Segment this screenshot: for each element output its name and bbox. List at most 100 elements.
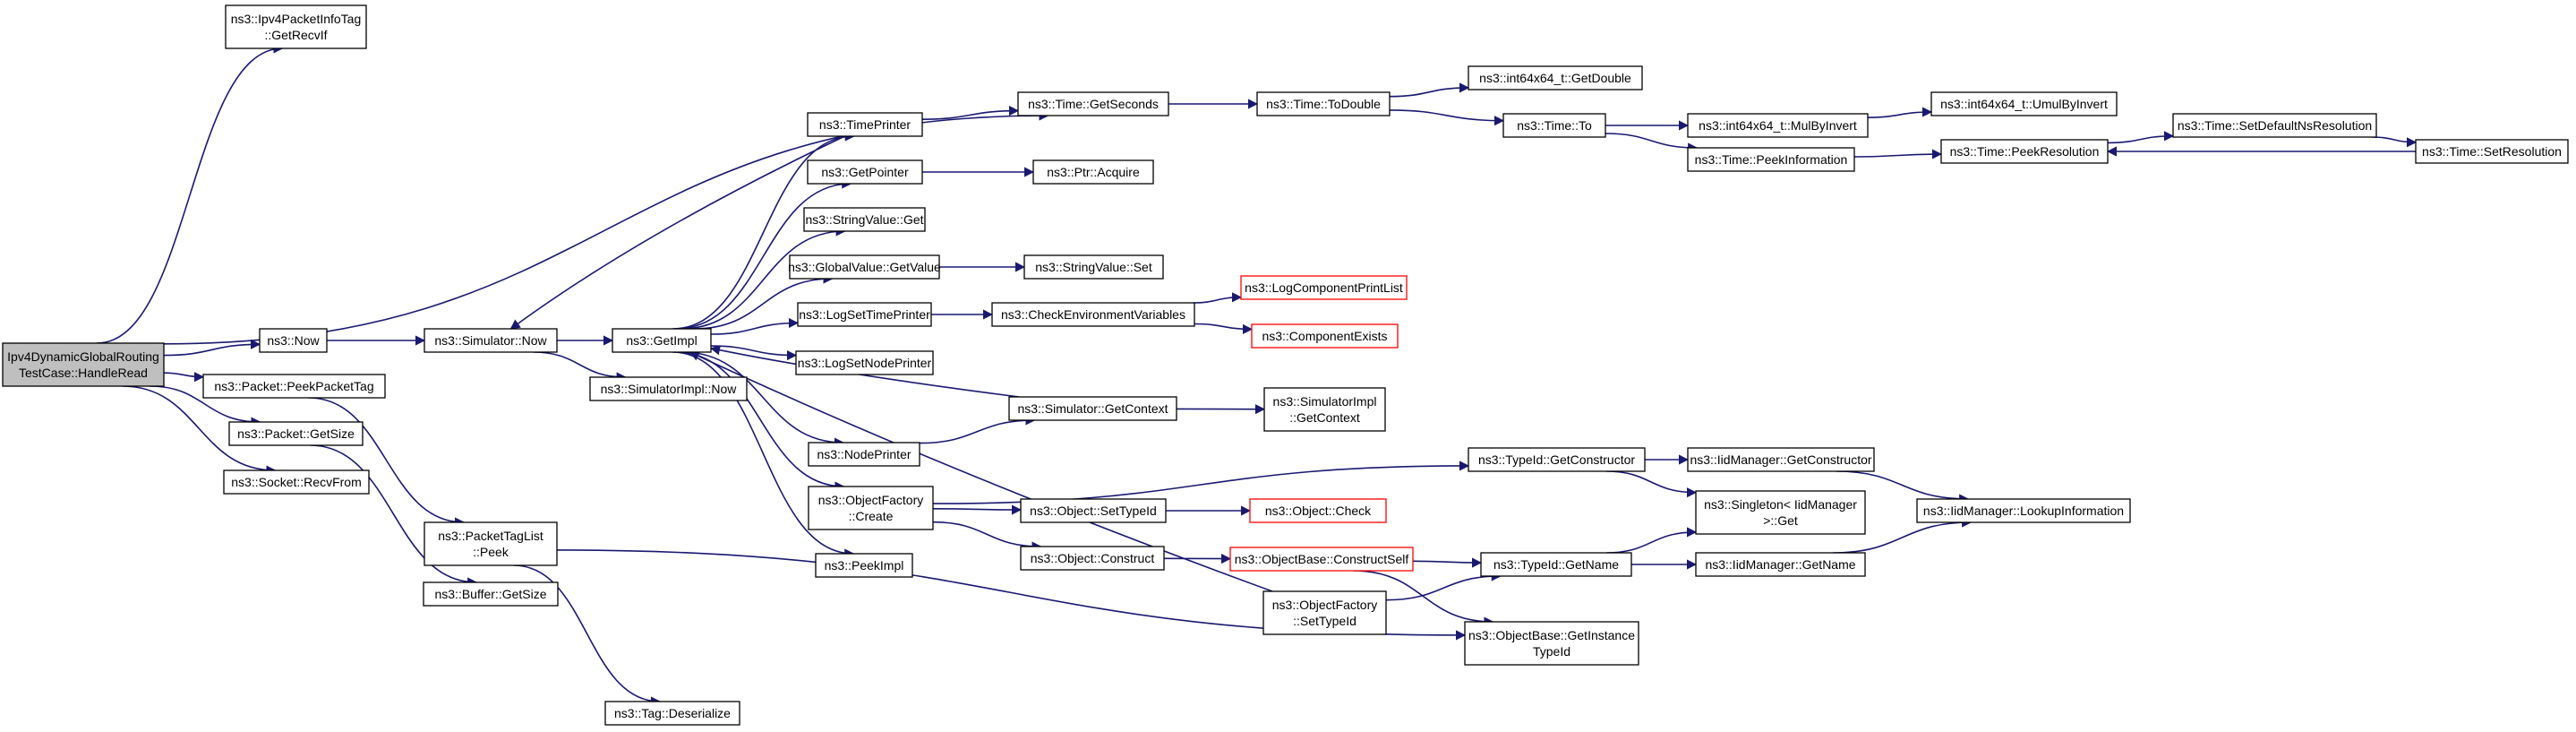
node-lookupinfo[interactable]: ns3::IidManager::LookupInformation xyxy=(1916,498,2131,523)
node-now[interactable]: ns3::Now xyxy=(259,328,328,353)
node-label: ns3::IidManager::GetName xyxy=(1705,557,1855,572)
node-objconstruct[interactable]: ns3::Object::Construct xyxy=(1020,546,1165,571)
node-box xyxy=(202,374,386,399)
edge-iidgetname-to-lookupinfo xyxy=(1833,517,1973,554)
edge-nodeprinter-to-simgetcontext xyxy=(919,415,1036,444)
node-getdouble[interactable]: ns3::int64x64_t::GetDouble xyxy=(1468,65,1643,90)
node-constructself[interactable]: ns3::ObjectBase::ConstructSelf xyxy=(1229,547,1414,572)
node-ptracquire[interactable]: ns3::Ptr::Acquire xyxy=(1032,159,1154,185)
edge-objfactcreate-to-objconstruct xyxy=(932,521,1042,552)
node-timeto[interactable]: ns3::Time::To xyxy=(1502,113,1606,138)
node-box xyxy=(797,302,932,327)
node-setresolution[interactable]: ns3::Time::SetResolution xyxy=(2415,139,2569,164)
node-singletonget[interactable]: ns3::Singleton< IidManager >::Get xyxy=(1695,490,1866,535)
edge-constructself-to-getinstancetypeid xyxy=(1353,570,1494,627)
edge-root-to-recvfrom xyxy=(122,385,277,476)
node-peekinfo[interactable]: ns3::Time::PeekInformation xyxy=(1687,147,1855,172)
node-box xyxy=(808,442,920,467)
node-box xyxy=(807,112,923,137)
node-box xyxy=(795,350,934,375)
node-box xyxy=(1687,113,1869,138)
node-timeprinter[interactable]: ns3::TimePrinter xyxy=(807,112,923,137)
node-box xyxy=(1262,590,1387,635)
edge-peekinfo-to-peekresolution xyxy=(1853,149,1943,159)
node-logcomplist[interactable]: ns3::LogComponentPrintList xyxy=(1240,275,1408,300)
node-buffergetsize[interactable]: ns3::Buffer::GetSize xyxy=(423,581,559,607)
node-peekpackettag[interactable]: ns3::Packet::PeekPacketTag xyxy=(202,374,386,399)
node-tagdeserialize[interactable]: ns3::Tag::Deserialize xyxy=(604,701,740,726)
node-peekresolution[interactable]: ns3::Time::PeekResolution xyxy=(1940,139,2109,164)
node-label: ns3::PacketTagList xyxy=(438,529,543,543)
node-label: ns3::Time::PeekResolution xyxy=(1950,144,2100,159)
edge-todouble-to-timeto xyxy=(1389,109,1505,126)
node-typeidgetname[interactable]: ns3::TypeId::GetName xyxy=(1480,552,1632,577)
node-label: ns3::SimulatorImpl::Now xyxy=(601,382,738,396)
node-label: ns3::Now xyxy=(267,333,320,348)
node-logsetnode[interactable]: ns3::LogSetNodePrinter xyxy=(795,350,934,375)
node-getseconds[interactable]: ns3::Time::GetSeconds xyxy=(1017,91,1169,116)
node-getrecvif[interactable]: ns3::Ipv4PacketInfoTag::GetRecvIf xyxy=(225,4,367,49)
node-mulbyinvert[interactable]: ns3::int64x64_t::MulByInvert xyxy=(1687,113,1869,138)
node-getimpl[interactable]: ns3::GetImpl xyxy=(612,328,712,353)
node-simimplgetcontext[interactable]: ns3::SimulatorImpl::GetContext xyxy=(1263,387,1386,432)
node-box xyxy=(604,701,740,726)
node-box xyxy=(1249,498,1387,523)
node-logsettime[interactable]: ns3::LogSetTimePrinter xyxy=(797,302,932,327)
node-label: >::Get xyxy=(1763,513,1798,528)
node-label: ns3::Object::Construct xyxy=(1031,551,1155,565)
edge-getconstructor-to-singletonget xyxy=(1605,470,1698,498)
node-umulbyinvert[interactable]: ns3::int64x64_t::UmulByInvert xyxy=(1930,91,2118,116)
edge-getimpl-to-logsetnode xyxy=(710,345,798,361)
node-label: ns3::TypeId::GetConstructor xyxy=(1478,452,1635,467)
edge-taglistpeek-to-tagdeserialize xyxy=(513,564,662,707)
node-simnow[interactable]: ns3::Simulator::Now xyxy=(424,328,558,353)
edge-packetgetsize-to-buffergetsize xyxy=(310,444,478,588)
node-label: ns3::int64x64_t::GetDouble xyxy=(1479,71,1631,85)
node-checkenv[interactable]: ns3::CheckEnvironmentVariables xyxy=(991,302,1195,327)
node-stringvalueget[interactable]: ns3::StringValue::Get xyxy=(803,207,926,232)
node-label: ns3::LogSetNodePrinter xyxy=(798,356,932,370)
edge-root-to-now xyxy=(163,339,261,357)
node-box xyxy=(228,421,364,446)
node-getconstructor[interactable]: ns3::TypeId::GetConstructor xyxy=(1468,447,1646,472)
node-box xyxy=(1695,490,1866,535)
node-label: ns3::ComponentExists xyxy=(1262,329,1387,343)
node-peekimpl[interactable]: ns3::PeekImpl xyxy=(815,553,913,578)
node-root[interactable]: Ipv4DynamicGlobalRoutingTestCase::Handle… xyxy=(2,342,165,387)
node-label: ::GetContext xyxy=(1289,410,1360,425)
node-objfactcreate[interactable]: ns3::ObjectFactory::Create xyxy=(808,486,934,530)
node-globalvalue[interactable]: ns3::GlobalValue::GetValue xyxy=(788,254,941,280)
node-iidgetname[interactable]: ns3::IidManager::GetName xyxy=(1695,552,1866,577)
node-objcheck[interactable]: ns3::Object::Check xyxy=(1249,498,1387,523)
node-box xyxy=(424,521,558,566)
node-box xyxy=(1687,147,1855,172)
node-label: ns3::GetPointer xyxy=(821,165,909,179)
node-taglistpeek[interactable]: ns3::PacketTagList::Peek xyxy=(424,521,558,566)
node-label: ns3::int64x64_t::MulByInvert xyxy=(1699,118,1857,133)
node-iidgetconstructor[interactable]: ns3::IidManager::GetConstructor xyxy=(1687,447,1875,472)
edge-peekpackettag-to-taglistpeek xyxy=(308,397,466,528)
node-nodeprinter[interactable]: ns3::NodePrinter xyxy=(808,442,920,467)
node-label: ns3::LogComponentPrintList xyxy=(1245,280,1403,295)
node-setobjtypeid[interactable]: ns3::Object::SetTypeId xyxy=(1020,498,1167,523)
node-label: ns3::IidManager::LookupInformation xyxy=(1923,504,2124,518)
node-label: ::Create xyxy=(849,509,894,523)
node-label: TypeId xyxy=(1533,644,1570,659)
node-label: ns3::GetImpl xyxy=(626,333,697,348)
node-box xyxy=(1480,552,1632,577)
node-factsettypeid[interactable]: ns3::ObjectFactory::SetTypeId xyxy=(1262,590,1387,635)
node-setdefaultns[interactable]: ns3::Time::SetDefaultNsResolution xyxy=(2172,113,2377,138)
edge-getimpl-to-peekimpl xyxy=(672,351,855,559)
node-packetgetsize[interactable]: ns3::Packet::GetSize xyxy=(228,421,364,446)
node-label: ns3::Packet::GetSize xyxy=(237,426,355,441)
node-label: ns3::CheckEnvironmentVariables xyxy=(1001,307,1185,322)
node-compexists[interactable]: ns3::ComponentExists xyxy=(1251,323,1399,349)
node-recvfrom[interactable]: ns3::Socket::RecvFrom xyxy=(223,469,370,495)
node-stringvalueset[interactable]: ns3::StringValue::Set xyxy=(1023,254,1164,280)
node-box xyxy=(807,159,923,185)
node-simimplnow[interactable]: ns3::SimulatorImpl::Now xyxy=(589,376,748,401)
node-todouble[interactable]: ns3::Time::ToDouble xyxy=(1256,91,1391,116)
node-simgetcontext[interactable]: ns3::Simulator::GetContext xyxy=(1008,396,1177,421)
node-getpointer[interactable]: ns3::GetPointer xyxy=(807,159,923,185)
